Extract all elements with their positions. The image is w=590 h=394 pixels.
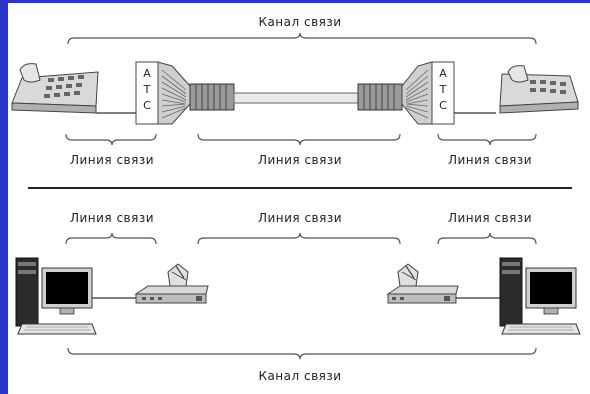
- telephone-icon: [499, 65, 579, 114]
- cable-connector-icon: [357, 83, 403, 111]
- top-line-left-label: Линия связи: [70, 153, 154, 167]
- top-line-middle-label: Линия связи: [258, 153, 342, 167]
- top-line-right-label: Линия связи: [448, 153, 532, 167]
- top-line-right-brace: [437, 133, 537, 146]
- top-line-left-brace: [65, 133, 157, 146]
- ats-left-letter-2: Т: [143, 83, 151, 96]
- computer-icon: [15, 257, 97, 335]
- top-channel-brace: [67, 32, 537, 45]
- telephone-icon: [11, 63, 99, 114]
- modem-icon: [134, 263, 209, 304]
- top-line-middle-brace: [197, 133, 401, 146]
- bottom-line-middle-label: Линия связи: [258, 211, 342, 225]
- bottom-channel-label: Канал связи: [258, 369, 341, 383]
- trunk-cable: [233, 92, 359, 104]
- computer-icon: [499, 257, 581, 335]
- bottom-line-right-brace: [437, 232, 537, 245]
- top-channel-label: Канал связи: [258, 15, 341, 29]
- bottom-line-left-label: Линия связи: [70, 211, 154, 225]
- ats-left-letter-1: А: [143, 67, 151, 80]
- modem-icon: [386, 263, 459, 304]
- bottom-line-right-label: Линия связи: [448, 211, 532, 225]
- exchange-icon: [135, 61, 191, 125]
- ats-right-letter-1: А: [439, 67, 447, 80]
- ats-right-letter-3: С: [439, 99, 447, 112]
- ats-left-letter-3: С: [143, 99, 151, 112]
- bottom-line-middle-brace: [197, 232, 401, 245]
- ats-right-letter-2: Т: [439, 83, 447, 96]
- cable-connector-icon: [189, 83, 235, 111]
- bottom-line-left-brace: [65, 232, 157, 245]
- exchange-icon: [401, 61, 455, 125]
- bottom-channel-brace: [67, 347, 537, 360]
